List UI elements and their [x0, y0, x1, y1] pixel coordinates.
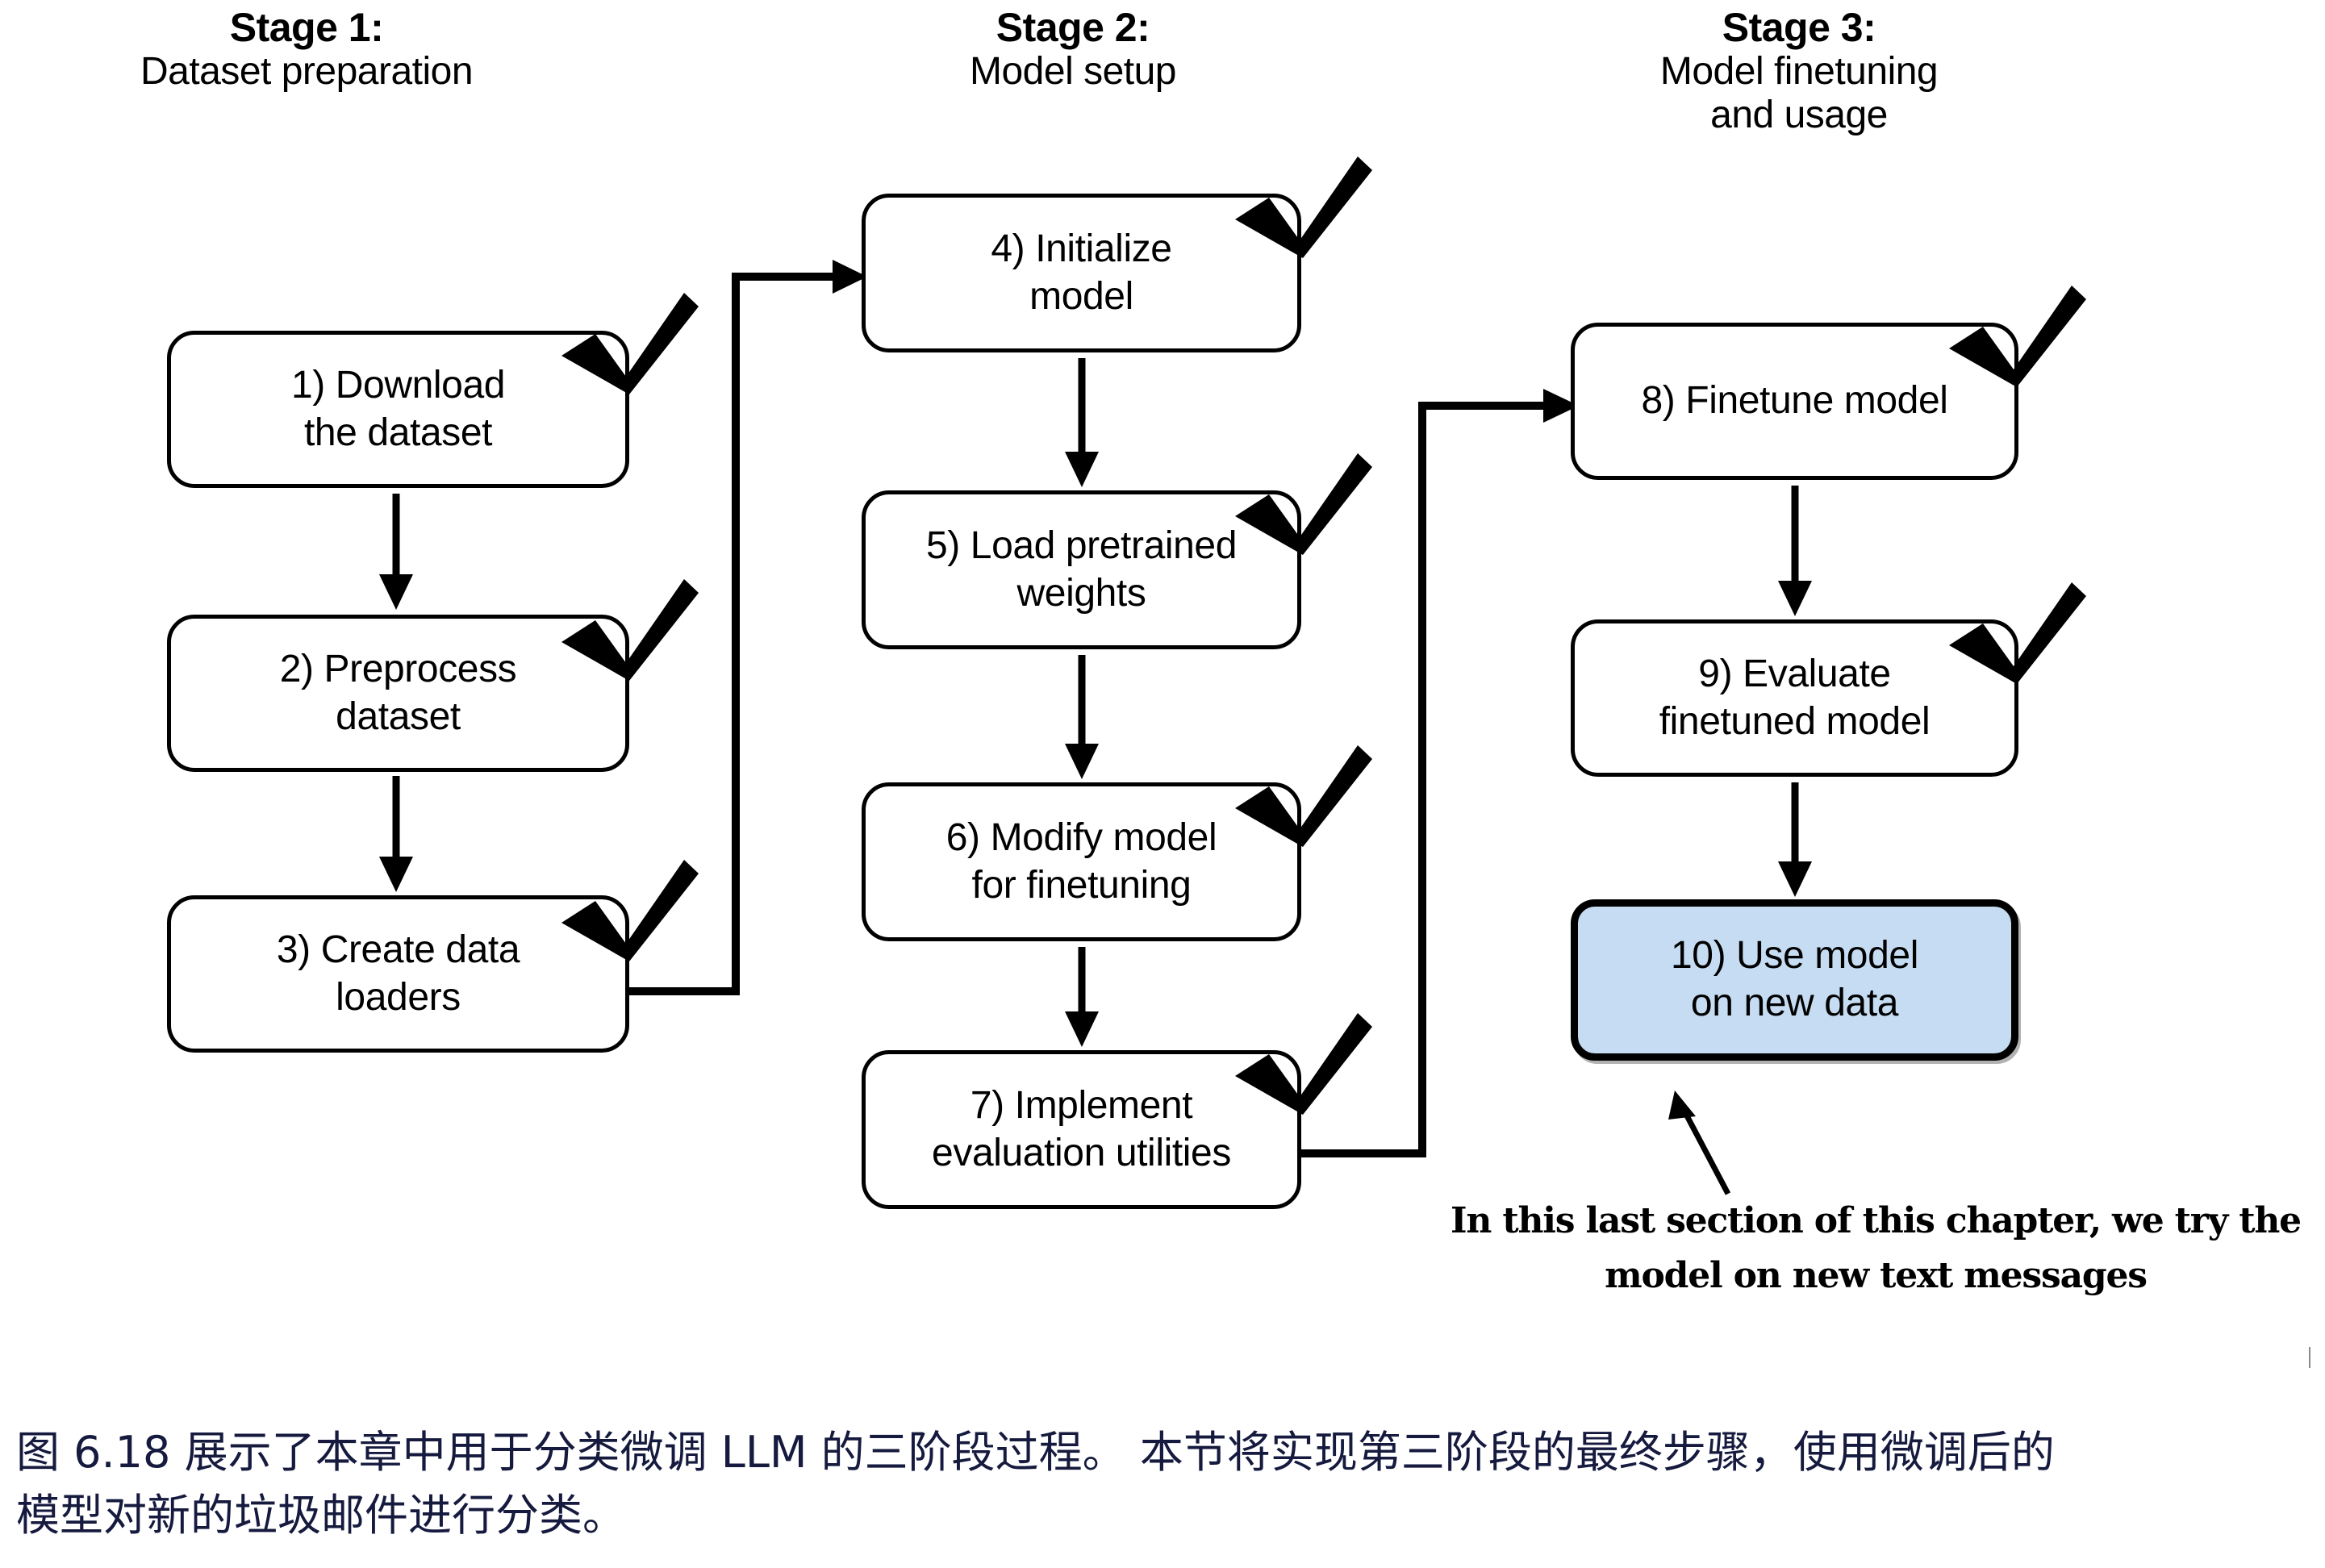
node-step-4-line-2: model — [1029, 274, 1133, 318]
stage-3-subtitle-line-1: Model finetuning — [1659, 50, 1939, 93]
arrow-down-icon-2-to-3 — [369, 776, 423, 892]
node-step-1-line-2: the dataset — [303, 411, 493, 454]
stage-2-header: Stage 2: Model setup — [815, 5, 1331, 94]
node-step-7[interactable]: 7) Implement evaluation utilities — [862, 1050, 1301, 1209]
annotation-text: In this last section of this chapter, we… — [1428, 1194, 2323, 1303]
node-step-9[interactable]: 9) Evaluate finetuned model — [1571, 619, 2018, 777]
node-step-4[interactable]: 4) Initialize model — [862, 194, 1301, 352]
node-step-8-line-1: 8) Finetune model — [1641, 379, 1948, 423]
node-step-7-line-2: evaluation utilities — [932, 1131, 1231, 1174]
stage-1-subtitle: Dataset preparation — [140, 50, 474, 93]
node-step-3-line-2: loaders — [336, 975, 461, 1019]
node-step-6[interactable]: 6) Modify model for finetuning — [862, 782, 1301, 941]
figure-caption-line-1: 图 6.18 展示了本章中用于分类微调 LLM 的三阶段过程。 本节将实现第三阶… — [16, 1427, 2055, 1478]
figure-caption-line-2: 模型对新的垃圾邮件进行分类。 — [16, 1490, 626, 1541]
node-step-5[interactable]: 5) Load pretrained weights — [862, 490, 1301, 649]
node-step-8[interactable]: 8) Finetune model — [1571, 323, 2018, 480]
stage-1-title: Stage 1: — [229, 5, 384, 50]
arrow-down-icon-8-to-9 — [1768, 486, 1822, 616]
node-step-9-line-2: finetuned model — [1659, 699, 1931, 743]
node-step-9-line-1: 9) Evaluate — [1698, 652, 1891, 695]
node-step-6-line-2: for finetuning — [971, 863, 1192, 907]
node-step-4-line-1: 4) Initialize — [991, 227, 1172, 270]
stage-3-subtitle-line-2: and usage — [1710, 93, 1888, 136]
annotation-arrow-icon — [1654, 1081, 1759, 1202]
node-step-2-line-2: dataset — [336, 694, 461, 738]
node-step-1-line-1: 1) Download — [290, 363, 506, 407]
node-step-10-line-2: on new data — [1690, 982, 1899, 1024]
figure-caption: 图 6.18 展示了本章中用于分类微调 LLM 的三阶段过程。 本节将实现第三阶… — [16, 1421, 2283, 1548]
annotation-line-2: model on new text messages — [1605, 1255, 2148, 1297]
node-step-2-line-1: 2) Preprocess — [279, 647, 517, 690]
arrow-down-icon-9-to-10 — [1768, 782, 1822, 897]
arrow-down-icon-5-to-6 — [1055, 655, 1108, 779]
node-step-5-line-2: weights — [1016, 571, 1146, 615]
stage-3-header: Stage 3: Model finetuning and usage — [1517, 5, 2081, 137]
page-edge-tick — [2309, 1347, 2310, 1368]
arrow-down-icon-6-to-7 — [1055, 947, 1108, 1047]
stage-1-header: Stage 1: Dataset preparation — [48, 5, 565, 94]
stage-2-title: Stage 2: — [996, 5, 1150, 50]
node-step-3-line-1: 3) Create data — [276, 928, 520, 971]
arrow-down-icon-4-to-5 — [1055, 358, 1108, 487]
node-step-2[interactable]: 2) Preprocess dataset — [167, 615, 629, 772]
node-step-3[interactable]: 3) Create data loaders — [167, 895, 629, 1053]
annotation-line-1: In this last section of this chapter, we… — [1451, 1200, 2302, 1241]
node-step-1[interactable]: 1) Download the dataset — [167, 331, 629, 488]
stage-2-subtitle: Model setup — [970, 50, 1177, 93]
node-step-5-line-1: 5) Load pretrained — [925, 523, 1238, 567]
connector-step-7-to-step-8 — [1295, 387, 1601, 1161]
stage-3-title: Stage 3: — [1722, 5, 1876, 50]
arrow-down-icon-1-to-2 — [369, 494, 423, 610]
connector-step-3-to-step-4 — [621, 258, 887, 1000]
node-step-7-line-1: 7) Implement — [970, 1083, 1193, 1127]
node-step-10-line-1: 10) Use model — [1671, 934, 1918, 978]
node-step-6-line-1: 6) Modify model — [945, 815, 1217, 859]
node-step-10[interactable]: 10) Use model on new data — [1571, 899, 2018, 1061]
